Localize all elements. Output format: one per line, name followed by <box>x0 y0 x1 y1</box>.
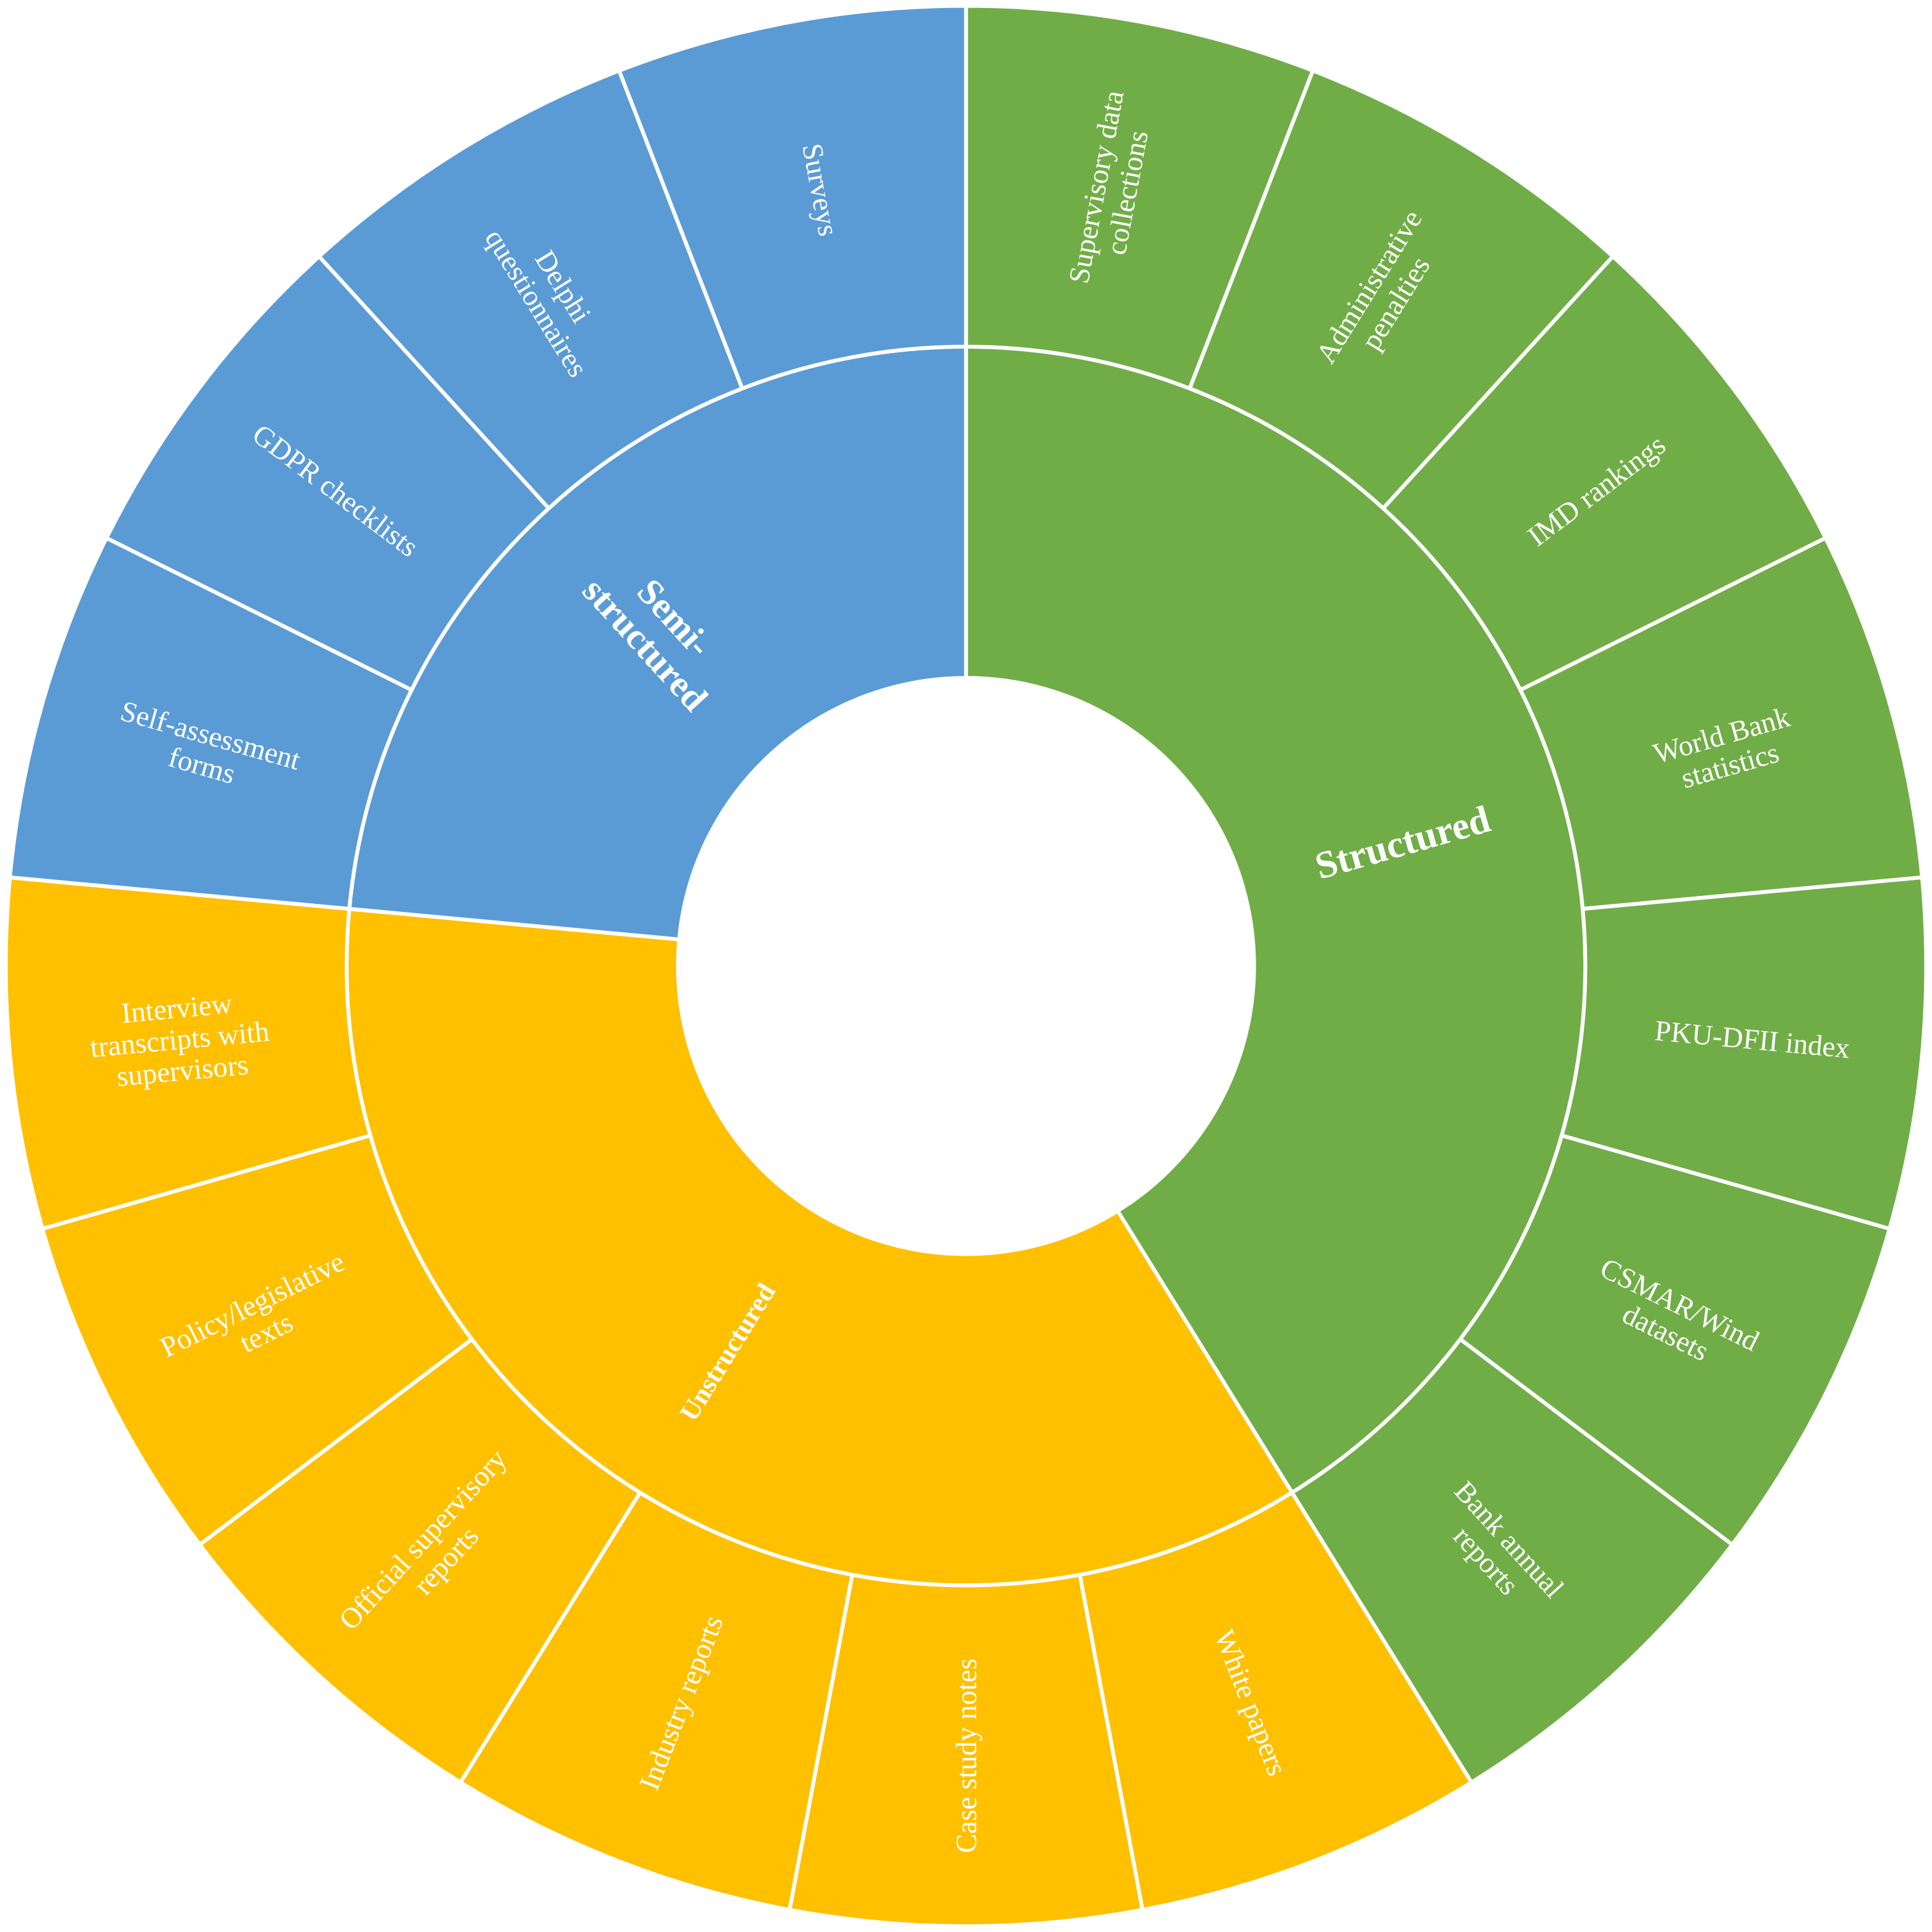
segment-surveys <box>617 4 968 390</box>
